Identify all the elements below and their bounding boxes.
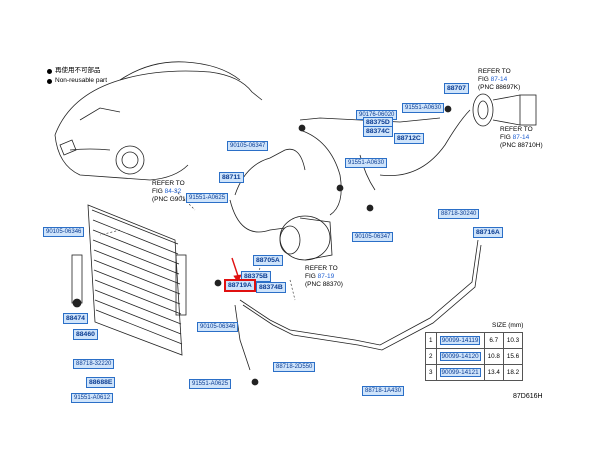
expansion-valve (472, 93, 537, 127)
bolt-icon (251, 378, 259, 386)
size-table-header: SIZE (mm) (492, 322, 524, 329)
non-reusable-dot-icon (47, 68, 52, 74)
legend: 再使用不可部品 Non-reusable part (47, 66, 107, 86)
part-label-91551-a0630[interactable]: 91551-A0630 (345, 158, 388, 168)
part-label-88716a[interactable]: 88716A (473, 227, 503, 238)
figure-link[interactable]: 87-19 (317, 273, 335, 280)
condenser (87, 204, 187, 356)
receiver-dryer (71, 254, 83, 308)
part-label-88374b[interactable]: 88374B (256, 282, 286, 293)
part-label-88718-1a430[interactable]: 88718-1A430 (362, 386, 405, 396)
part-label-88718-30240[interactable]: 88718-30240 (438, 209, 480, 219)
part-label-88712c[interactable]: 88712C (394, 133, 424, 144)
refer-to-note: REFER TO FIG 87-14 (PNC 88710H) (500, 126, 543, 149)
o-ring-part-link[interactable]: 90099-14119 (439, 336, 481, 345)
non-reusable-dot-icon (47, 78, 52, 84)
vehicle-outline (54, 61, 263, 181)
bolt-icon (336, 184, 344, 192)
table-row: 3 90099-14121 13.4 18.2 (425, 364, 524, 381)
legend-english: Non-reusable part (55, 77, 108, 84)
part-label-88374c[interactable]: 88374C (363, 126, 393, 137)
refer-to-note: REFER TO FIG 84-32 (PNC G9010A) (152, 180, 196, 203)
refrigerant-pipes (229, 109, 482, 371)
part-label-91551-a0625[interactable]: 91551-A0625 (186, 193, 229, 203)
size-table: 1 90099-14119 6.7 10.3 2 90099-14120 10.… (425, 332, 524, 381)
part-label-88718-32220[interactable]: 88718-32220 (73, 359, 115, 369)
part-label-88707[interactable]: 88707 (444, 83, 469, 94)
part-label-88688e[interactable]: 88688E (86, 377, 116, 388)
figure-link[interactable]: 87-14 (512, 134, 530, 141)
part-label-91551-a0625[interactable]: 91551-A0625 (189, 379, 232, 389)
figure-link[interactable]: 84-32 (164, 188, 182, 195)
bolt-icon (444, 105, 452, 113)
table-row: 1 90099-14119 6.7 10.3 (425, 332, 524, 349)
bolt-icon (214, 279, 222, 287)
table-row: 2 90099-14120 10.8 15.6 (425, 348, 524, 365)
part-label-91551-a0612[interactable]: 91551-A0612 (71, 393, 114, 403)
part-label-88711[interactable]: 88711 (219, 172, 244, 183)
part-label-91551-a0630[interactable]: 91551-A0630 (402, 103, 445, 113)
part-label-90105-06346[interactable]: 90105-06346 (197, 322, 239, 332)
part-label-88375b[interactable]: 88375B (241, 271, 271, 282)
part-label-90105-06346[interactable]: 90105-06346 (43, 227, 85, 237)
part-label-88718-2d550[interactable]: 88718-2D550 (273, 362, 316, 372)
refer-to-note: REFER TO FIG 87-14 (PNC 88697K) (478, 68, 521, 91)
legend-japanese: 再使用不可部品 (55, 67, 101, 74)
part-label-88474[interactable]: 88474 (63, 313, 88, 324)
figure-link[interactable]: 87-14 (490, 76, 508, 83)
figure-id: 87D616H (513, 393, 543, 400)
refer-to-note: REFER TO FIG 87-19 (PNC 88370) (305, 265, 343, 288)
compressor (279, 215, 333, 261)
part-label-90105-06347[interactable]: 90105-06347 (352, 232, 394, 242)
o-ring-part-link[interactable]: 90099-14121 (439, 368, 481, 377)
bolt-icon (366, 204, 374, 212)
part-label-90105-06347[interactable]: 90105-06347 (227, 141, 269, 151)
part-label-88719a[interactable]: 88719A (224, 279, 256, 292)
bolt-icon (298, 124, 306, 132)
part-label-88460[interactable]: 88460 (73, 329, 98, 340)
leader-lines (99, 189, 296, 301)
part-label-88705a[interactable]: 88705A (253, 255, 283, 266)
o-ring-part-link[interactable]: 90099-14120 (439, 352, 481, 361)
